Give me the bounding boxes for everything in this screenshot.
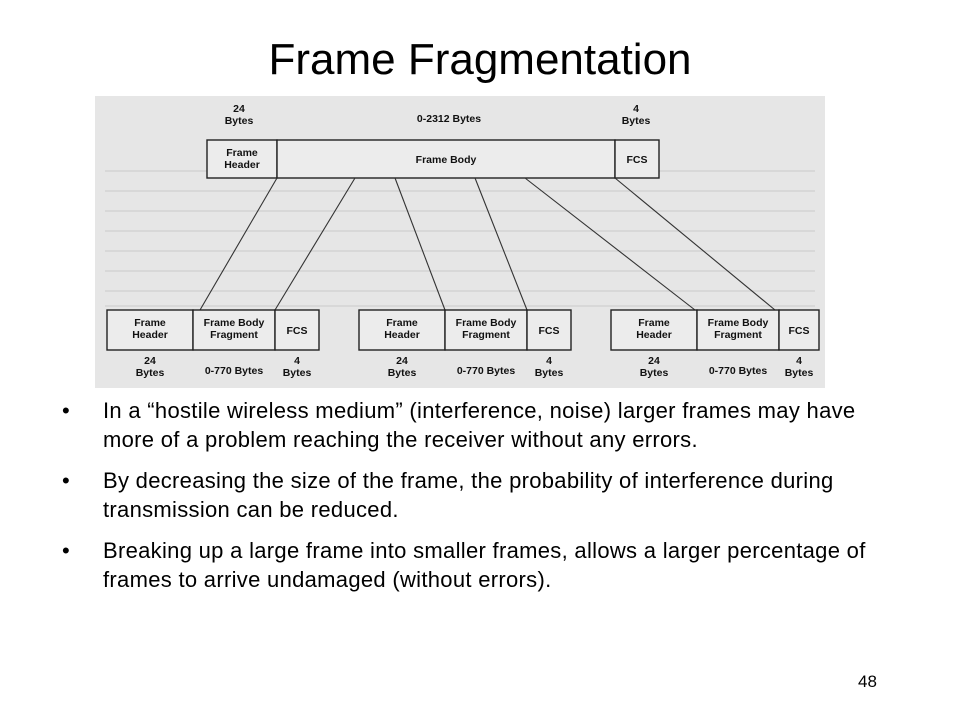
fragment-2-body-box [444, 309, 528, 351]
fragment-3-fcs-box [778, 309, 820, 351]
top-body-size: 0-2312 Bytes [417, 113, 481, 125]
top-fcs-label: FCS [627, 154, 648, 166]
fragment-connectors [199, 177, 776, 311]
top-body-box [276, 139, 616, 179]
fragment-2-fcs-label: FCS [539, 325, 560, 337]
bullet-text: Breaking up a large frame into smaller f… [103, 538, 866, 592]
slide-title: Frame Fragmentation [268, 35, 692, 84]
top-header-box [206, 139, 278, 179]
bullet-list: • In a “hostile wireless medium” (interf… [62, 396, 882, 606]
bullet-text: In a “hostile wireless medium” (interfer… [103, 398, 856, 452]
fragment-3-body-size: 0-770 Bytes [709, 365, 768, 377]
top-body-label: Frame Body [416, 154, 477, 166]
fragment-2-header-box [358, 309, 446, 351]
bullet-marker: • [62, 468, 71, 493]
top-fcs-box [614, 139, 660, 179]
bullet-marker: • [62, 398, 71, 423]
fragment-3-fcs-label: FCS [789, 325, 810, 337]
fragment-2-body-size: 0-770 Bytes [457, 365, 516, 377]
bullet-text: By decreasing the size of the frame, the… [103, 468, 834, 522]
fragment-3-header-box [610, 309, 698, 351]
fragment-1-fcs-label: FCS [287, 325, 308, 337]
fragment-1-body-box [192, 309, 276, 351]
bullet-item: • By decreasing the size of the frame, t… [62, 466, 882, 524]
bullet-item: • In a “hostile wireless medium” (interf… [62, 396, 882, 454]
fragment-1-header-box [106, 309, 194, 351]
fragment-1-fcs-box [274, 309, 320, 351]
bullet-marker: • [62, 538, 71, 563]
fragment-3-body-box [696, 309, 780, 351]
fragment-1-body-size: 0-770 Bytes [205, 365, 264, 377]
bullet-item: • Breaking up a large frame into smaller… [62, 536, 882, 594]
fragment-2-fcs-box [526, 309, 572, 351]
page-number: 48 [858, 672, 877, 691]
